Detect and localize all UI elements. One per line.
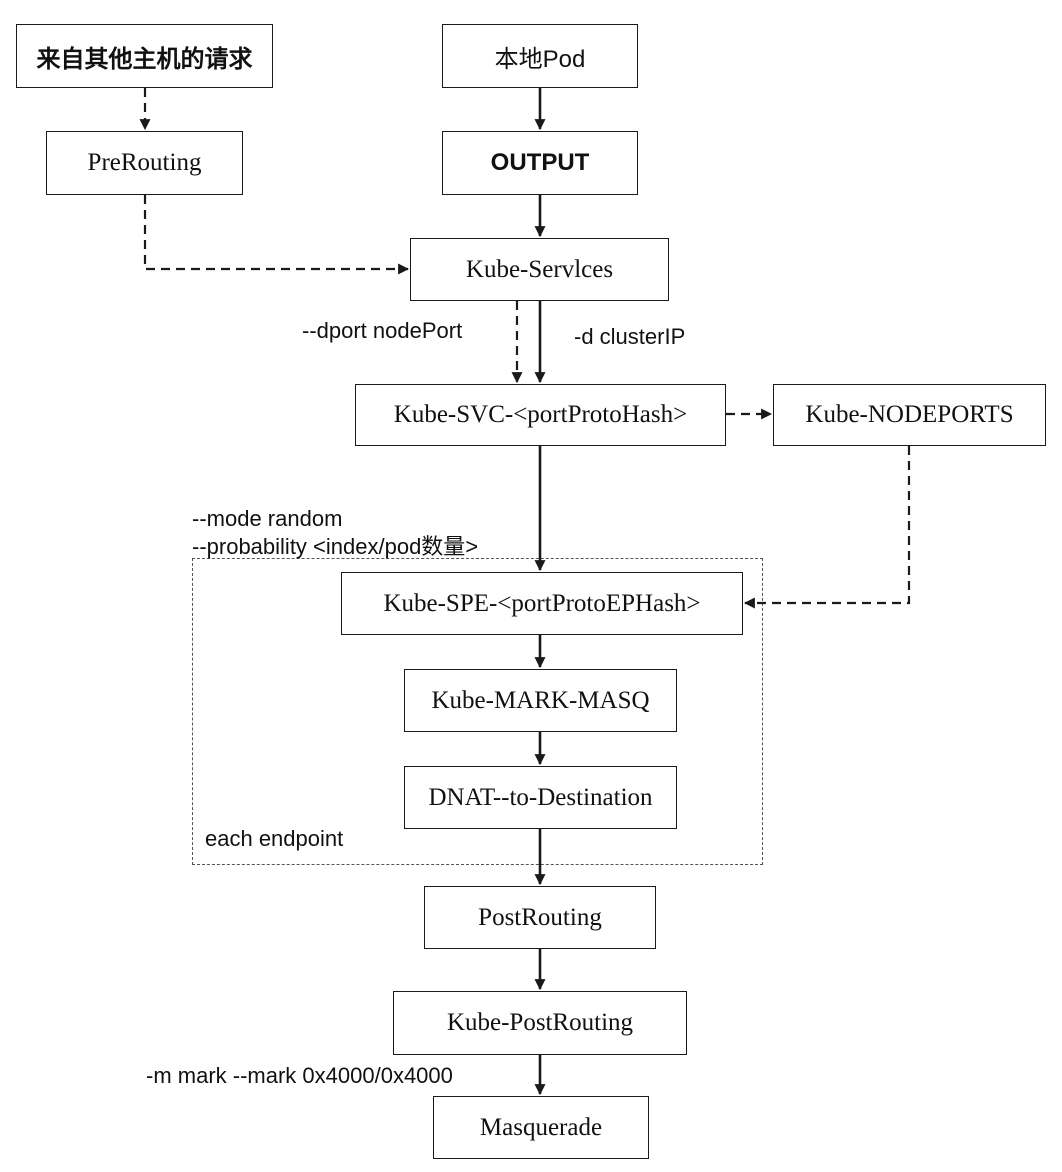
kube-svc-node: Kube-SVC-<portProtoHash> <box>355 384 726 446</box>
dport-nodeport-label: --dport nodePort <box>302 318 463 343</box>
remote-request-node: 来自其他主机的请求 <box>16 24 273 88</box>
output-node: OUTPUT <box>442 131 638 195</box>
kube-postrouting-node: Kube-PostRouting <box>393 991 687 1055</box>
edge-prerouting-to-kube-services <box>143 195 410 275</box>
prerouting-node: PreRouting <box>46 131 243 195</box>
kube-nodeports-node: Kube-NODEPORTS <box>773 384 1046 446</box>
probability-label: --probability <index/pod数量> <box>192 534 479 559</box>
masquerade-node: Masquerade <box>433 1096 649 1159</box>
local-pod-node: 本地Pod <box>442 24 638 88</box>
dnat-node: DNAT--to-Destination <box>404 766 677 829</box>
each-endpoint-label: each endpoint <box>205 826 344 851</box>
kube-mark-masq-node: Kube-MARK-MASQ <box>404 669 677 732</box>
endpoint-group <box>192 558 763 865</box>
d-clusterip-label: -d clusterIP <box>574 324 686 349</box>
mark-label: -m mark --mark 0x4000/0x4000 <box>146 1063 453 1088</box>
kube-services-node: Kube-Servlces <box>410 238 669 301</box>
kube-spe-node: Kube-SPE-<portProtoEPHash> <box>341 572 743 635</box>
mode-random-label: --mode random <box>192 506 343 531</box>
postrouting-node: PostRouting <box>424 886 656 949</box>
edge-nodeports-to-kube-spe <box>743 446 911 609</box>
